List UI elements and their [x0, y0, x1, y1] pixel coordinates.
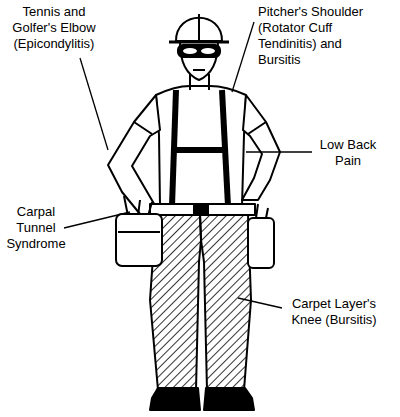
callout-label: Low Back Pain — [316, 137, 380, 169]
pouch-flap — [118, 231, 160, 233]
hat-brim — [169, 41, 229, 44]
sleeve-edge — [248, 122, 266, 134]
left-tool-pouch — [116, 214, 162, 266]
goggle-lens — [200, 47, 216, 55]
mouth — [193, 69, 205, 71]
callout-label: Pitcher's Shoulder (Rotator Cuff Tendini… — [258, 4, 382, 68]
goggles — [178, 45, 220, 57]
sleeve-edge — [134, 122, 152, 134]
hat-ridge — [198, 14, 200, 40]
callout-label: Carpet Layer's Knee (Bursitis) — [280, 296, 388, 328]
goggle-lens — [182, 47, 198, 55]
callout-label: Carpal Tunnel Syndrome — [2, 204, 70, 252]
right-tool-pouch — [248, 218, 274, 268]
left-arm — [108, 95, 160, 214]
buckle — [194, 204, 208, 215]
harness — [172, 90, 228, 206]
torso — [156, 86, 246, 206]
callout-label: Tennis and Golfer's Elbow (Epicondylitis… — [4, 4, 104, 52]
left-boot — [150, 388, 200, 410]
tool — [256, 204, 268, 218]
belt — [150, 204, 255, 215]
right-pant-leg — [200, 214, 251, 390]
right-boot — [204, 388, 254, 410]
right-arm — [242, 95, 280, 200]
